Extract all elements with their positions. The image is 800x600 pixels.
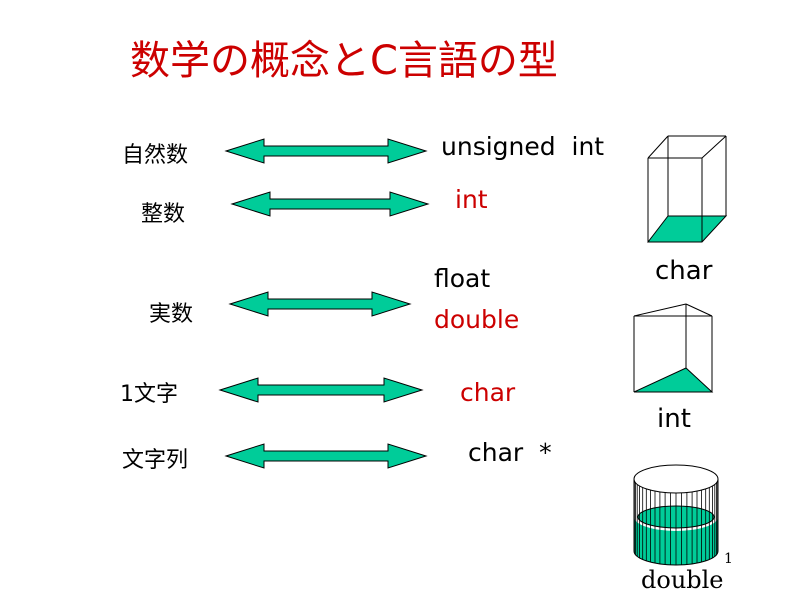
concept-character: 1文字 [120,382,178,407]
slide-title: 数学の概念とC言語の型 [130,38,558,84]
ctype-char: char [460,378,516,407]
concept-integer: 整数 [141,202,186,227]
shape-label-char: char [655,256,713,286]
prism-shape-icon [633,303,714,393]
page-number: 1 [724,551,733,567]
double-arrow-icon [224,443,428,469]
double-arrow-icon [230,191,430,217]
ctype-unsigned-int: unsigned int [441,132,605,161]
double-arrow-icon [228,291,412,317]
concept-real-number: 実数 [149,302,194,327]
double-arrow-icon [218,377,424,403]
box-shape-icon [646,135,728,243]
ctype-double: double [434,305,520,334]
shape-label-int: int [657,404,691,434]
shape-label-double: double [641,566,724,594]
ctype-int: int [455,185,488,214]
ctype-float: float [434,264,491,293]
cylinder-shape-icon [633,464,719,566]
ctype-char-pointer: char * [468,438,552,467]
concept-string: 文字列 [122,448,189,473]
double-arrow-icon [224,138,428,164]
concept-natural-number: 自然数 [122,143,189,168]
